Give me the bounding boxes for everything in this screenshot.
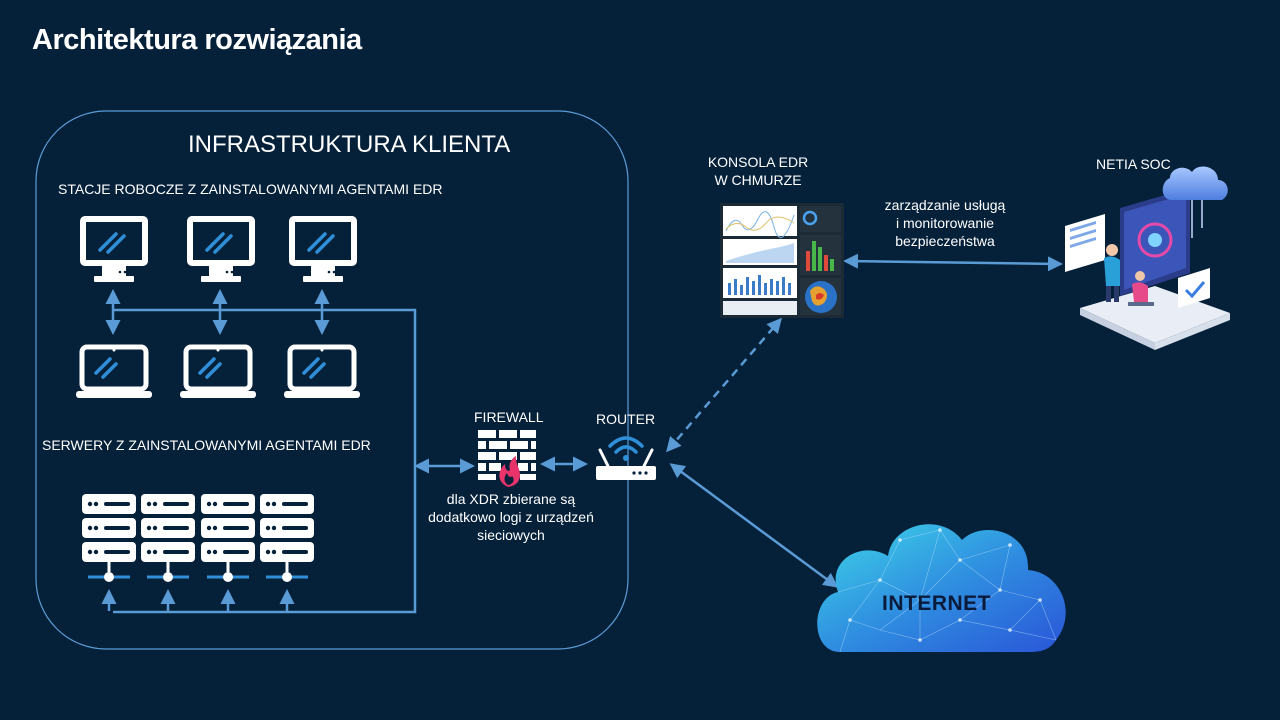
desktop-monitor-icon: [80, 216, 148, 282]
firewall-icon: [478, 430, 536, 487]
soc-operator-illustration: [1065, 166, 1230, 350]
soc-link-line: zarządzanie usługą: [884, 197, 1006, 213]
workstation-bus: [113, 308, 417, 614]
page-title: Architektura rozwiązania: [32, 24, 362, 56]
soc-link-line: bezpieczeństwa: [895, 233, 995, 249]
netia-soc-label: NETIA SOC: [1096, 156, 1171, 172]
edr-console-dashboard-thumbnail: [720, 203, 844, 318]
firewall-note: dla XDR zbierane są dodatkowo logi z urz…: [418, 490, 604, 544]
router-icon: [596, 436, 656, 480]
server-icon: [260, 494, 314, 582]
client-infrastructure-frame: [35, 110, 629, 650]
server-icon: [201, 494, 255, 582]
console-to-soc-link: [843, 253, 1063, 272]
soc-link-description: zarządzanie usługą i monitorowanie bezpi…: [875, 196, 1015, 250]
firewall-note-line: sieciowych: [477, 527, 545, 543]
server-rack-group: [82, 494, 314, 582]
server-icon: [82, 494, 136, 582]
internet-label: INTERNET: [882, 592, 991, 615]
laptop-icon: [180, 344, 256, 398]
edr-console-label-line: W CHMURZE: [714, 172, 802, 188]
servers-label: SERWERY Z ZAINSTALOWANYMI AGENTAMI EDR: [42, 437, 371, 453]
infrastructure-title: INFRASTRUKTURA KLIENTA: [188, 131, 511, 158]
firewall-note-line: dodatkowo logi z urządzeń: [428, 509, 594, 525]
router-label: ROUTER: [596, 411, 656, 427]
router-to-internet-link: [669, 463, 839, 588]
internet-cloud-icon: [817, 524, 1066, 653]
laptop-icon: [284, 344, 360, 398]
edr-console-label-line: KONSOLA EDR: [707, 154, 809, 170]
laptop-icon: [76, 344, 152, 398]
workstations-label: STACJE ROBOCZE Z ZAINSTALOWANYMI AGENTAM…: [58, 181, 443, 197]
firewall-note-line: dla XDR zbierane są: [446, 491, 576, 507]
desktop-monitor-icon: [289, 216, 357, 282]
router-to-console-link: [666, 317, 782, 453]
server-icon: [141, 494, 195, 582]
soc-link-line: i monitorowanie: [895, 215, 995, 231]
firewall-label: FIREWALL: [474, 409, 544, 425]
edr-console-label: KONSOLA EDR W CHMURZE: [706, 153, 810, 189]
desktop-monitor-icon: [187, 216, 255, 282]
